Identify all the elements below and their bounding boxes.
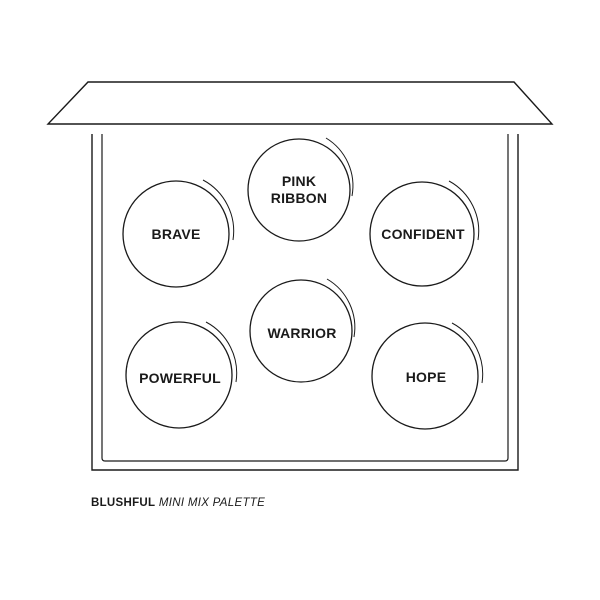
pan-highlight-arc — [205, 321, 238, 383]
pan-highlight-arc — [325, 137, 354, 197]
pan-pink-ribbon: PINK RIBBON — [247, 137, 354, 242]
pan-label-line: POWERFUL — [139, 370, 221, 386]
product-name: MINI MIX PALETTE — [158, 497, 266, 509]
palette-lid — [46, 81, 554, 125]
pan-circle — [249, 279, 353, 383]
pan-label-line: PINK — [282, 173, 316, 189]
pan-circle — [369, 181, 475, 287]
pan-confident: CONFIDENT — [369, 180, 480, 287]
pan-circle — [122, 180, 230, 288]
brand-name: BLUSHFUL — [91, 497, 156, 509]
product-caption: BLUSHFUL MINI MIX PALETTE — [91, 497, 265, 509]
pan-hope: HOPE — [371, 322, 484, 430]
pan-powerful: POWERFUL — [125, 321, 238, 429]
pan-brave: BRAVE — [122, 179, 235, 288]
palette-case-outer — [91, 134, 519, 471]
pan-label-line: HOPE — [406, 369, 446, 385]
pan-highlight-arc — [451, 322, 484, 384]
pan-circle — [371, 322, 479, 430]
pan-circle — [247, 138, 351, 242]
pan-highlight-arc — [326, 278, 356, 338]
pan-circle — [125, 321, 233, 429]
pan-label-line: RIBBON — [271, 190, 327, 206]
palette-tray-inner — [101, 134, 509, 462]
pan-highlight-arc — [202, 179, 235, 241]
pan-warrior: WARRIOR — [249, 278, 356, 383]
pan-label-line: CONFIDENT — [381, 226, 465, 242]
pan-label-line: WARRIOR — [267, 325, 336, 341]
pan-label-line: BRAVE — [152, 226, 201, 242]
pan-highlight-arc — [448, 180, 480, 241]
